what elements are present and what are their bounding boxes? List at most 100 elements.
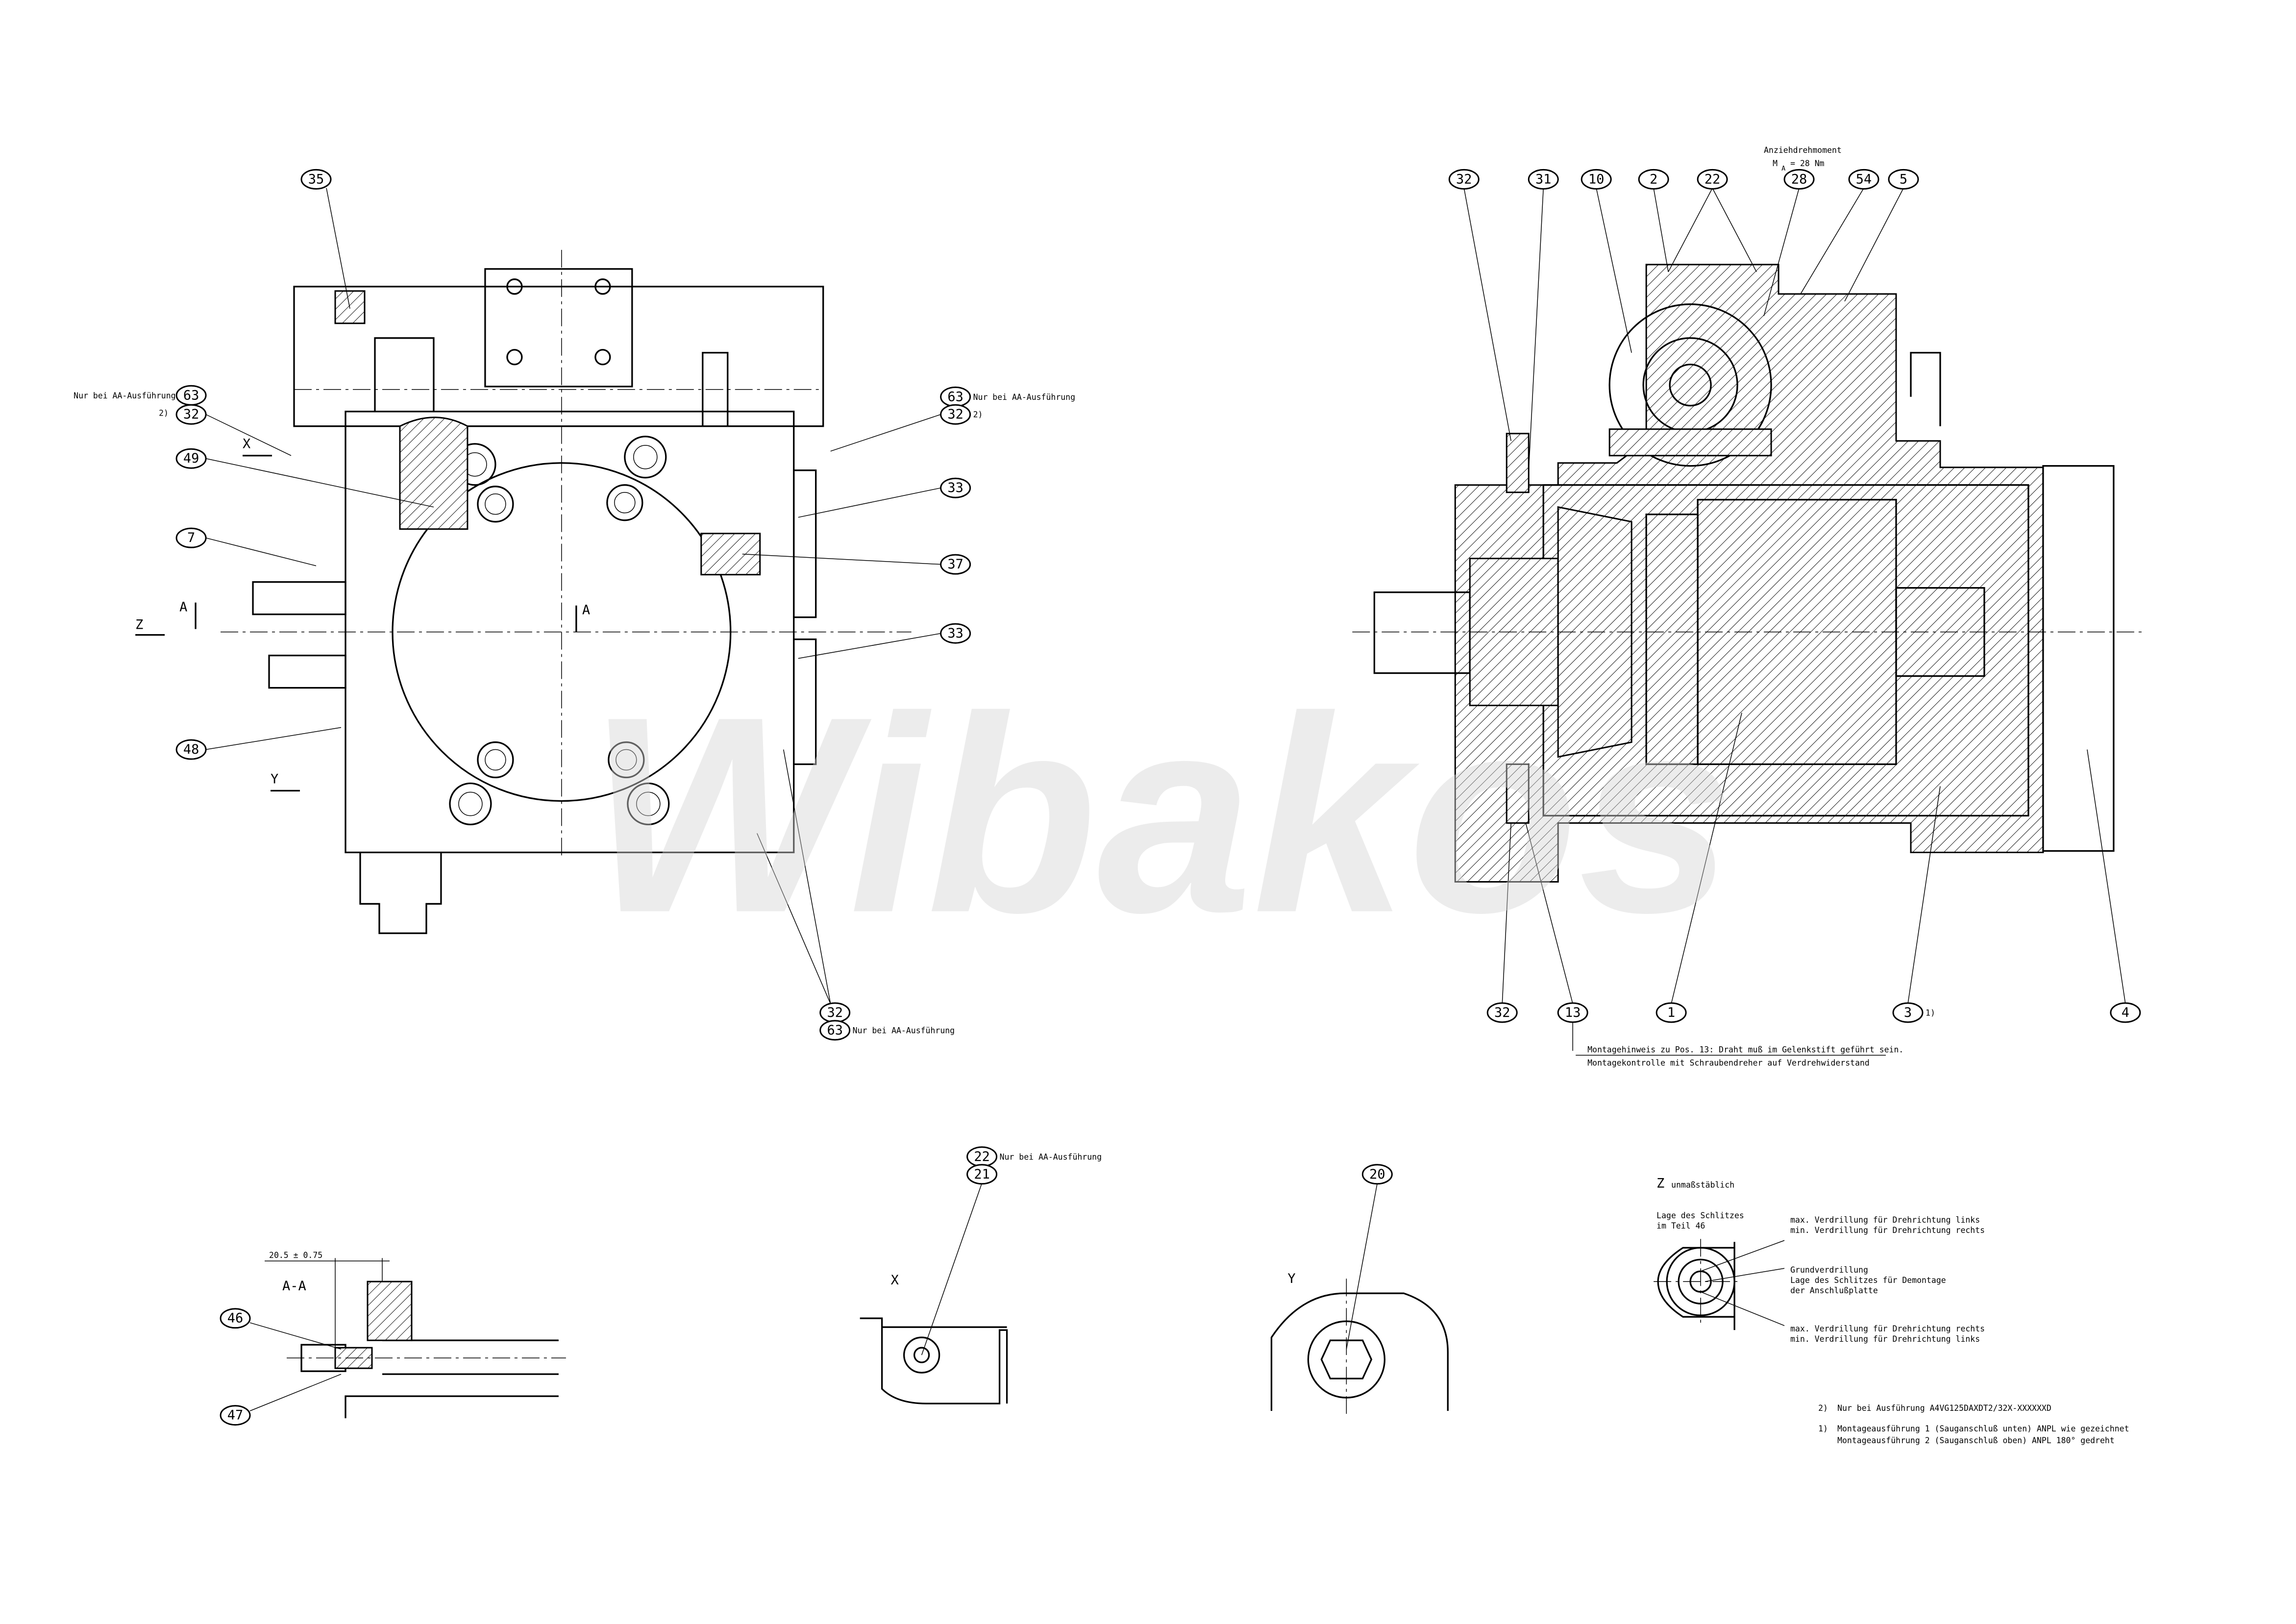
assembly-note-2: Montagekontrolle mit Schraubendreher auf… — [1587, 1058, 1870, 1067]
svg-text:22: 22 — [974, 1149, 989, 1164]
balloon-2: 2 — [1638, 169, 1669, 190]
balloon-22: 22 — [1697, 169, 1728, 190]
balloon-63: 63 — [175, 385, 207, 406]
svg-text:21: 21 — [974, 1167, 989, 1182]
svg-text:47: 47 — [227, 1408, 244, 1423]
svg-text:32: 32 — [1456, 172, 1472, 187]
svg-text:28: 28 — [1791, 172, 1807, 187]
svg-text:63: 63 — [827, 1023, 842, 1038]
svg-text:63: 63 — [947, 389, 963, 404]
balloon-33: 33 — [940, 623, 971, 644]
label-y: Y — [271, 772, 278, 787]
balloon-32: 32 — [1448, 169, 1480, 190]
torque-symbol: M — [1773, 159, 1778, 168]
balloon-49: 49 — [175, 448, 207, 469]
balloon-4: 4 — [2110, 1002, 2141, 1023]
svg-text:32: 32 — [827, 1005, 842, 1020]
footnote-2-mark: 2) — [1818, 1403, 1828, 1413]
balloon-46: 46 — [220, 1308, 251, 1329]
view-z: Z unmaßstäblich Lage des Schlitzes im Te… — [1654, 1176, 1985, 1344]
footnote-1-mark: 1) — [1818, 1424, 1828, 1433]
balloon-32: 32 — [940, 404, 971, 425]
svg-text:32: 32 — [1494, 1005, 1510, 1020]
svg-text:13: 13 — [1565, 1005, 1581, 1020]
svg-text:35: 35 — [308, 172, 324, 187]
balloon-7: 7 — [175, 527, 207, 548]
footnote-1-text-2: Montageausführung 2 (Sauganschluß oben) … — [1837, 1436, 2115, 1445]
svg-text:54: 54 — [1856, 172, 1872, 187]
z-lower-1: max. Verdrillung für Drehrichtung rechts — [1790, 1324, 1985, 1333]
svg-text:22: 22 — [1704, 172, 1721, 187]
balloon-1: 1 — [1655, 1002, 1687, 1023]
svg-text:49: 49 — [183, 451, 199, 466]
balloon-33: 33 — [940, 477, 971, 498]
svg-text:33: 33 — [947, 626, 963, 641]
svg-text:46: 46 — [227, 1311, 244, 1326]
balloon-63: 63 — [819, 1020, 851, 1041]
balloon-63: 63 — [940, 386, 971, 407]
balloon-47: 47 — [220, 1405, 251, 1426]
svg-text:5: 5 — [1900, 172, 1907, 187]
torque-subscript: A — [1781, 165, 1785, 172]
svg-text:7: 7 — [187, 530, 195, 545]
balloon-32: 32 — [819, 1002, 851, 1023]
svg-text:32: 32 — [183, 407, 199, 422]
svg-text:10: 10 — [1588, 172, 1605, 187]
balloon-21: 21 — [966, 1164, 998, 1185]
balloon-20: 20 — [1361, 1164, 1393, 1185]
svg-text:63: 63 — [183, 388, 199, 403]
left-view: X Z A A Y Nur bei AA-Ausführung 2) Nur b… — [74, 169, 1075, 1041]
balloon-37: 37 — [940, 554, 971, 575]
z-mid-3: der Anschlußplatte — [1790, 1286, 1878, 1295]
label-z: Z — [135, 617, 143, 633]
footnote-2-text: Nur bei Ausführung A4VG125DAXDT2/32X-XXX… — [1837, 1403, 2051, 1413]
z-upper-1: max. Verdrillung für Drehrichtung links — [1790, 1215, 1980, 1225]
z-upper-2: min. Verdrillung für Drehrichtung rechts — [1790, 1226, 1985, 1235]
svg-text:2: 2 — [1650, 172, 1657, 187]
svg-text:48: 48 — [183, 742, 199, 757]
footnotes: 2) Nur bei Ausführung A4VG125DAXDT2/32X-… — [1818, 1403, 2129, 1445]
balloon-10: 10 — [1580, 169, 1612, 190]
assembly-note-1: Montagehinweis zu Pos. 13: Draht muß im … — [1587, 1045, 1903, 1054]
svg-text:20: 20 — [1369, 1167, 1385, 1182]
footnote-3: 1) — [1926, 1008, 1935, 1017]
balloon-54: 54 — [1848, 169, 1879, 190]
balloon-32: 32 — [1486, 1002, 1518, 1023]
dimension-20-5: 20.5 ± 0.75 — [269, 1251, 322, 1260]
torque-title: Anziehdrehmoment — [1764, 146, 1842, 155]
view-z-subtitle: unmaßstäblich — [1671, 1180, 1734, 1189]
balloon-35: 35 — [300, 169, 332, 190]
view-z-title: Z — [1656, 1176, 1664, 1191]
view-y: Y 20 — [1270, 1164, 1449, 1419]
bolt-holes — [449, 278, 670, 826]
view-y-title: Y — [1287, 1271, 1295, 1286]
svg-text:33: 33 — [947, 480, 963, 495]
slot-label-2: im Teil 46 — [1656, 1221, 1705, 1230]
note-aa-bottom: Nur bei AA-Ausführung — [853, 1026, 955, 1035]
balloon-31: 31 — [1528, 169, 1559, 190]
svg-text:4: 4 — [2122, 1005, 2129, 1020]
balloon-3: 3 — [1892, 1002, 1924, 1023]
label-x: X — [243, 437, 250, 452]
svg-text:1: 1 — [1667, 1005, 1675, 1020]
balloon-13: 13 — [1557, 1002, 1588, 1023]
slot-label-1: Lage des Schlitzes — [1656, 1211, 1744, 1220]
balloon-5: 5 — [1888, 169, 1919, 190]
svg-text:32: 32 — [947, 407, 963, 422]
balloon-28: 28 — [1783, 169, 1815, 190]
svg-text:3: 3 — [1904, 1005, 1912, 1020]
footnote-left: 2) — [159, 409, 169, 418]
z-lower-2: min. Verdrillung für Drehrichtung links — [1790, 1334, 1980, 1344]
balloon-32: 32 — [175, 404, 207, 425]
balloon-48: 48 — [175, 739, 207, 760]
footnote-right: 2) — [973, 410, 983, 419]
view-x: X 22 21 Nur bei AA-Ausführung — [860, 1146, 1102, 1404]
svg-text:37: 37 — [947, 557, 963, 572]
svg-text:31: 31 — [1535, 172, 1552, 187]
z-mid-2: Lage des Schlitzes für Demontage — [1790, 1276, 1946, 1285]
note-aa-right: Nur bei AA-Ausführung — [973, 393, 1075, 402]
section-title: A-A — [282, 1279, 306, 1294]
label-a-left: A — [179, 600, 187, 615]
balloon-22: 22 — [966, 1146, 998, 1167]
